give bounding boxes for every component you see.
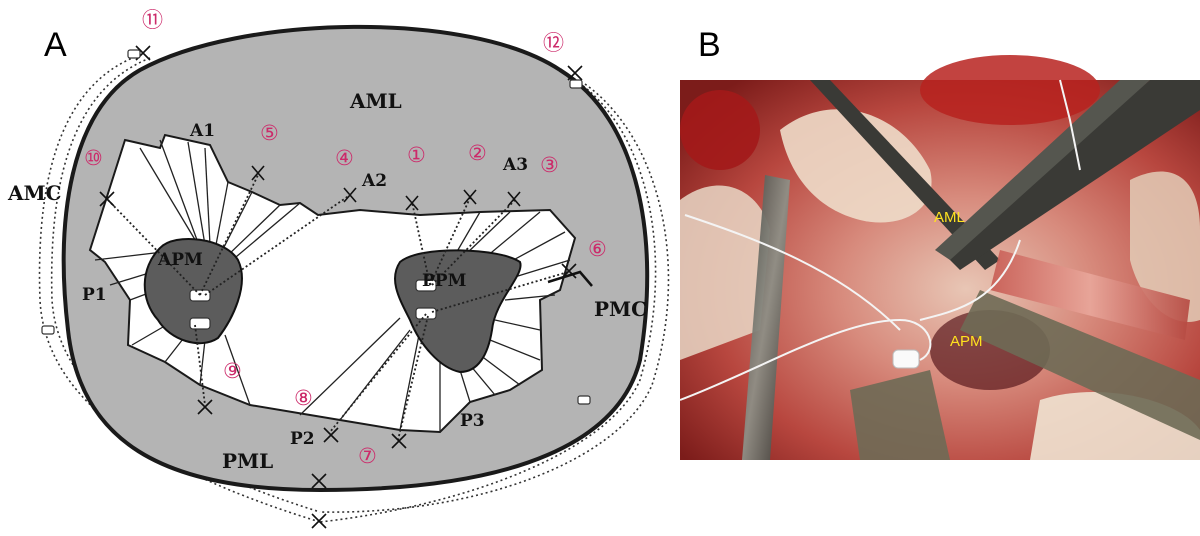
outer-pledgets — [41, 49, 591, 405]
suture-strand-1 — [679, 318, 932, 401]
forceps-shaft-1 — [810, 80, 1000, 270]
forceps-shaft-3 — [935, 80, 1150, 260]
pledgets — [189, 279, 437, 330]
number-11: ⑪ — [142, 8, 163, 32]
amc-label: AMC — [7, 181, 62, 205]
number-5: ⑤ — [260, 121, 279, 145]
panel-b: B AML APM — [679, 0, 1200, 460]
number-4: ④ — [335, 146, 354, 170]
neochord-sutures — [107, 174, 569, 441]
a2-label: A2 — [361, 171, 387, 191]
number-6: ⑥ — [588, 237, 607, 261]
pmc-label: PMC — [594, 297, 647, 321]
number-2: ② — [468, 141, 487, 165]
suction-tube — [990, 250, 1190, 340]
pmc-suture-tail — [547, 270, 593, 287]
a3-label: A3 — [502, 155, 528, 175]
p2-label: P2 — [290, 429, 315, 449]
number-3: ③ — [540, 153, 559, 177]
number-7: ⑦ — [358, 444, 377, 468]
pml-label: PML — [222, 449, 273, 473]
p3-label: P3 — [460, 411, 485, 431]
chordae — [94, 139, 571, 432]
a1-label: A1 — [189, 121, 215, 141]
circled-numbers: ① ② ③ ④ ⑤ ⑥ ⑦ ⑧ ⑨ ⑩ ⑪ ⑫ — [84, 8, 607, 468]
pledget-photo — [892, 349, 920, 369]
suture-knots — [99, 45, 583, 529]
apm-label: APM — [157, 250, 203, 270]
photo-apm-label: APM — [950, 333, 983, 350]
photo-aml-label: AML — [934, 209, 965, 226]
ppm-label: PPM — [422, 271, 467, 291]
aml-label: AML — [349, 89, 402, 113]
panel-a-letter: A — [44, 26, 67, 64]
number-9: ⑨ — [223, 359, 242, 383]
number-10: ⑩ — [84, 146, 103, 170]
panel-a: A — [7, 8, 670, 529]
retractor-bottom — [850, 370, 950, 460]
forceps-shaft-2 — [945, 80, 1200, 270]
number-8: ⑧ — [294, 386, 313, 410]
retractor-left — [742, 175, 790, 460]
p1-label: P1 — [82, 285, 107, 305]
retractor-right — [960, 290, 1200, 440]
suture-strand-2 — [684, 214, 901, 331]
number-12: ⑫ — [543, 31, 564, 55]
number-1: ① — [407, 143, 426, 167]
panel-b-letter: B — [698, 26, 721, 64]
